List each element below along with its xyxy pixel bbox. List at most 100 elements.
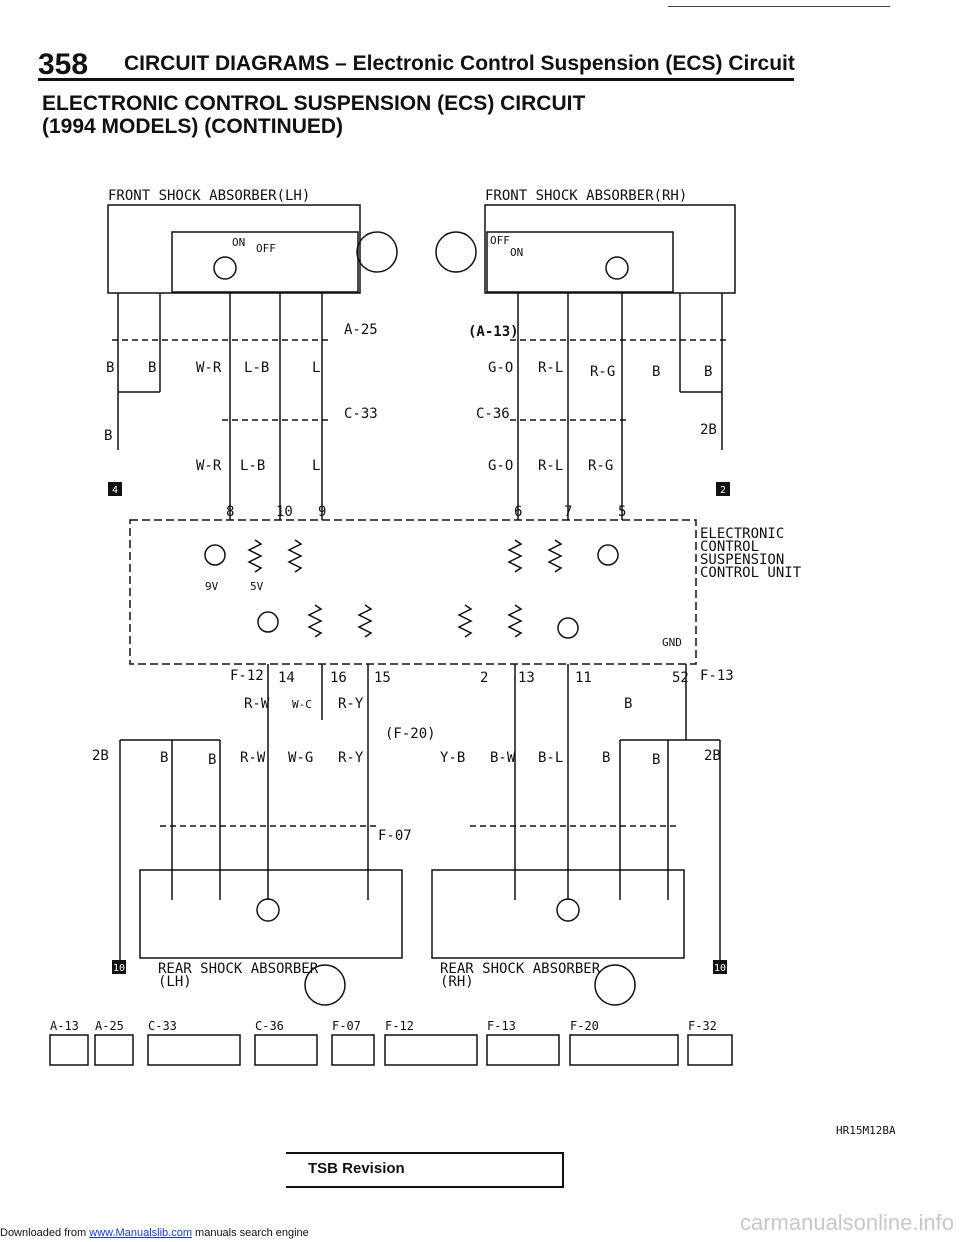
connector-id: C-36 xyxy=(476,406,510,422)
wire-color: R-W xyxy=(244,696,270,712)
resistor-icon-8 xyxy=(507,604,523,638)
rear-rh-label: REAR SHOCK ABSORBER xyxy=(440,961,601,977)
footer-prefix: Downloaded from xyxy=(0,1227,90,1239)
ground-marker-icon-10b xyxy=(713,960,727,974)
wire-color: W-G xyxy=(288,750,313,766)
ecu-pin: 8 xyxy=(226,504,234,520)
ground-label: B xyxy=(104,428,112,444)
ground-label: B xyxy=(624,696,632,712)
rear-lh-label-side: (LH) xyxy=(158,974,192,990)
wire-color: R-L xyxy=(538,458,563,474)
wire-color: W-R xyxy=(196,458,222,474)
panel-connector-icon-f32 xyxy=(687,1034,733,1066)
wire-color: B xyxy=(208,752,216,768)
download-footer: Downloaded from www.Manualslib.com manua… xyxy=(0,1227,309,1239)
page-header-title: CIRCUIT DIAGRAMS – Electronic Control Su… xyxy=(124,52,795,75)
switch-state: ON xyxy=(510,246,523,259)
connector-id: (A-13) xyxy=(468,324,519,340)
ground-marker-icon-4 xyxy=(108,482,122,496)
wire-color: B xyxy=(106,360,114,376)
rear-rh-box xyxy=(431,869,685,959)
ecu-pin: 16 xyxy=(330,670,347,686)
ground-marker-label: 10 xyxy=(113,963,125,974)
wire-color: B xyxy=(652,752,660,768)
resistor-icon-6 xyxy=(357,604,373,638)
wire-color: B xyxy=(652,364,660,380)
panel-connector-label: F-20 xyxy=(570,1019,599,1033)
connector-id: (F-20) xyxy=(385,726,436,742)
section-title-line1: ELECTRONIC CONTROL SUSPENSION (ECS) CIRC… xyxy=(42,92,586,115)
ground-label: 2B xyxy=(704,748,721,764)
transistor-icon-2 xyxy=(597,544,619,566)
ecu-label-line: CONTROL UNIT xyxy=(700,565,802,581)
wire-color: R-G xyxy=(590,364,615,380)
rear-lh-motor-icon xyxy=(256,898,280,922)
ecu-pin: 14 xyxy=(278,670,295,686)
resistor-icon-5 xyxy=(307,604,323,638)
wire-color: L xyxy=(312,360,320,376)
wire-color: R-Y xyxy=(338,696,364,712)
panel-connector-label: F-12 xyxy=(385,1019,414,1033)
connector-id: C-33 xyxy=(344,406,378,422)
connector-id: F-12 xyxy=(230,668,264,684)
rear-lh-connector-icon xyxy=(304,964,346,1006)
wire-color: B-L xyxy=(538,750,563,766)
wire-color: B xyxy=(148,360,156,376)
rear-rh-motor-icon xyxy=(556,898,580,922)
ecu-label-line: SUSPENSION xyxy=(700,552,784,568)
ground-label: 2B xyxy=(700,422,717,438)
panel-connector-icon-f12 xyxy=(384,1034,478,1066)
wire-color: B-W xyxy=(490,750,516,766)
ecu-pin: 7 xyxy=(564,504,572,520)
panel-connector-icon-c33 xyxy=(147,1034,241,1066)
panel-connector-icon-f20 xyxy=(569,1034,679,1066)
switch-state: OFF xyxy=(256,242,276,255)
wire-color: L-B xyxy=(240,458,265,474)
connector-face-icon-lh xyxy=(356,231,398,273)
ground-marker-label: 10 xyxy=(714,963,726,974)
wire-color: W-R xyxy=(196,360,222,376)
wire-color: B xyxy=(602,750,610,766)
ecu-label-line: ELECTRONIC xyxy=(700,526,784,542)
panel-connector-icon-a13 xyxy=(49,1034,89,1066)
panel-connector-label: F-13 xyxy=(487,1019,516,1033)
wire-color: L xyxy=(312,458,320,474)
tsb-revision-box xyxy=(286,1152,564,1188)
panel-connector-icon-f07 xyxy=(331,1034,375,1066)
ground-label: 2B xyxy=(92,748,109,764)
front-lh-box xyxy=(107,204,361,294)
resistor-icon-1 xyxy=(247,539,263,573)
ground-marker-label: 4 xyxy=(112,485,118,496)
front-rh-box xyxy=(484,204,736,294)
wire-color: R-G xyxy=(588,458,613,474)
ground-marker-icon-10a xyxy=(112,960,126,974)
ecu-pin: 5 xyxy=(618,504,626,520)
switch-state: OFF xyxy=(490,234,510,247)
ecu-pin: 2 xyxy=(480,670,488,686)
switch-state: ON xyxy=(232,236,245,249)
watermark: carmanualsonline.info xyxy=(739,1210,954,1235)
panel-connector-icon-c36 xyxy=(254,1034,318,1066)
wire-color: W-C xyxy=(292,698,312,711)
manualslib-link[interactable]: www.Manualslib.com xyxy=(89,1227,192,1239)
wire-color: R-L xyxy=(538,360,563,376)
panel-connector-label: C-33 xyxy=(148,1019,177,1033)
panel-connector-icon-a25 xyxy=(94,1034,134,1066)
page-number: 358 xyxy=(38,48,89,81)
ecu-pin: 10 xyxy=(276,504,293,520)
ecu-label-line: CONTROL xyxy=(700,539,759,555)
figure-id: HR15M12BA xyxy=(836,1124,896,1137)
rear-lh-label: REAR SHOCK ABSORBER xyxy=(158,961,319,977)
front-lh-label: FRONT SHOCK ABSORBER(LH) xyxy=(108,188,310,204)
resistor-icon-7 xyxy=(457,604,473,638)
transistor-icon-4 xyxy=(557,617,579,639)
panel-connector-icon-f13 xyxy=(486,1034,560,1066)
front-rh-inner xyxy=(486,231,674,293)
transistor-icon-1 xyxy=(204,544,226,566)
rear-rh-connector-icon xyxy=(594,964,636,1006)
front-lh-motor-icon xyxy=(213,256,237,280)
ecu-pin: 13 xyxy=(518,670,535,686)
wire-color: B xyxy=(160,750,168,766)
tsb-revision-label: TSB Revision xyxy=(308,1160,405,1177)
rear-lh-box xyxy=(139,869,403,959)
